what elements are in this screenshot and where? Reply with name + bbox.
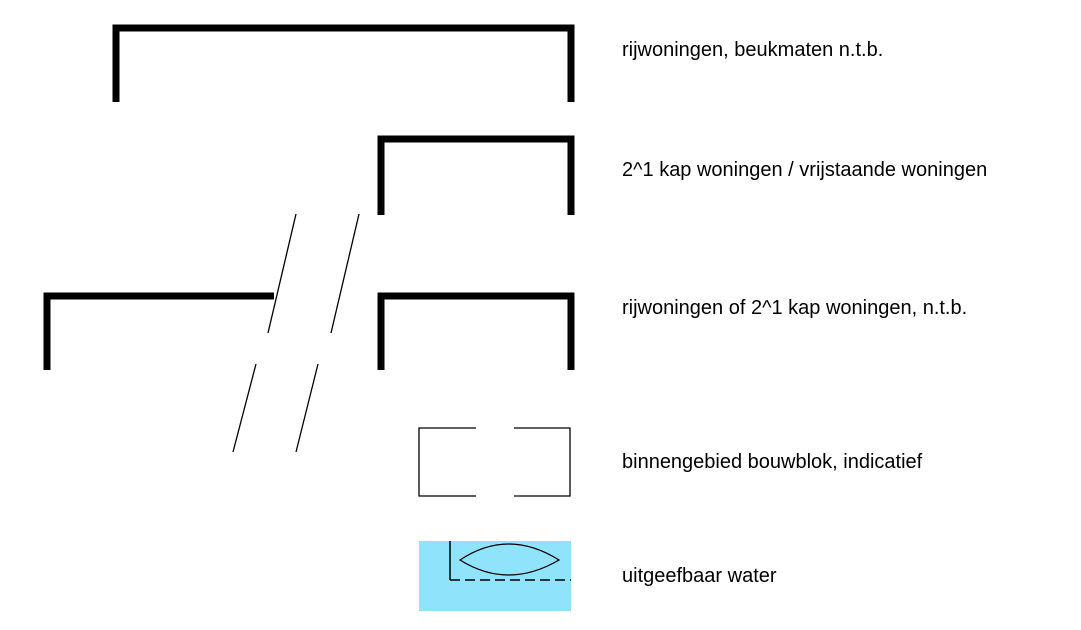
inner-area-symbol: [418, 427, 571, 497]
semi-detached-symbol: [377, 135, 575, 215]
row-or-semi-right-bracket: [377, 292, 575, 370]
water-symbol: [419, 541, 571, 611]
legend-label-row-or-semi: rijwoningen of 2^1 kap woningen, n.t.b.: [622, 297, 968, 319]
break-lines: [232, 213, 360, 453]
legend-label-row-houses: rijwoningen, beukmaten n.t.b.: [622, 39, 884, 61]
legend-label-semi-detached: 2^1 kap woningen / vrijstaande woningen: [622, 159, 988, 181]
row-houses-symbol: [112, 24, 575, 102]
legend-label-water: uitgeefbaar water: [622, 565, 777, 587]
boat-icon: [458, 543, 561, 576]
water-fill: [419, 541, 571, 611]
legend-label-inner-area: binnengebied bouwblok, indicatief: [622, 451, 923, 473]
row-or-semi-left-bracket: [43, 292, 274, 370]
row-or-semi-symbol: [43, 213, 575, 453]
